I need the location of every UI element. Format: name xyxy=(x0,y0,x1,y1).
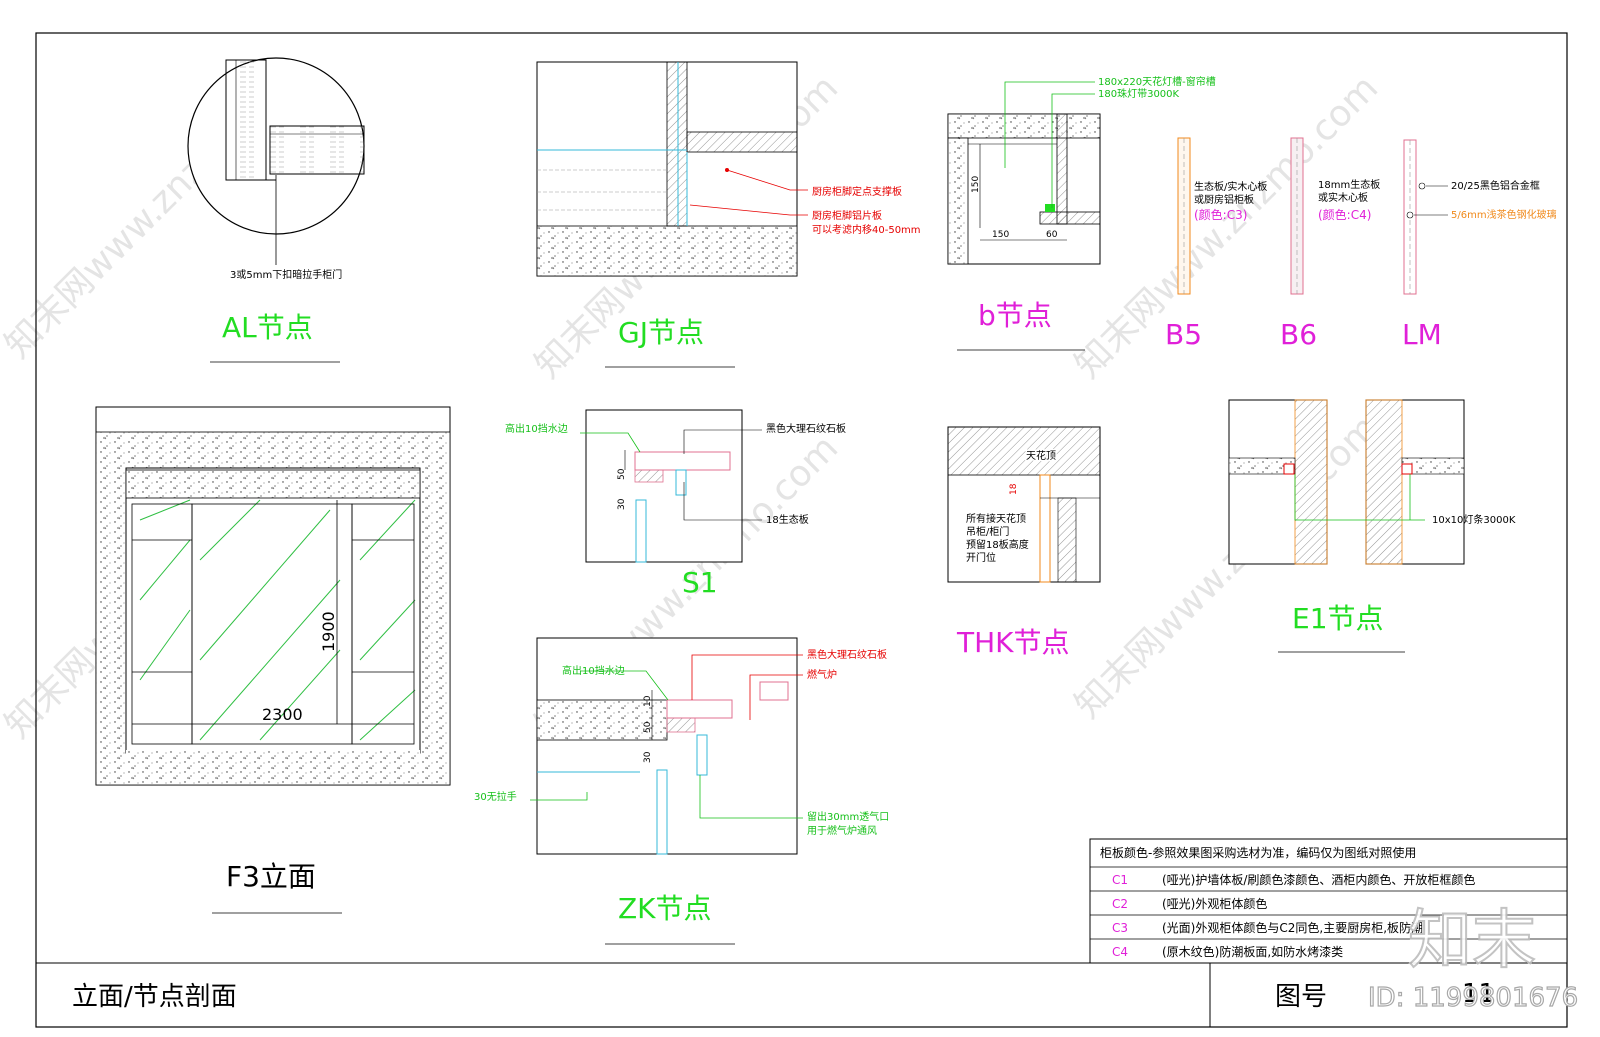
legend-desc-c1: (哑光)护墙体板/刷颜色漆颜色、酒柜内颜色、开放柜框颜色 xyxy=(1162,872,1475,887)
zk-title: ZK节点 xyxy=(618,892,712,925)
b6-color: (颜色:C4) xyxy=(1318,207,1371,222)
zk-note-green3: 留出30mm透气口 xyxy=(807,810,889,823)
drawing-number-label: 图号 xyxy=(1275,982,1327,1012)
legend-code-c3: C3 xyxy=(1112,921,1128,935)
thk-ceiling: 天花顶 xyxy=(1026,449,1056,462)
b6-note1: 18mm生态板 xyxy=(1318,178,1380,191)
lm-title: LM xyxy=(1402,318,1442,351)
zk-dim-30: 30 xyxy=(643,751,653,763)
s1-dim-50: 50 xyxy=(617,468,627,480)
f3-elevation: 1900 2300 F3立面 xyxy=(95,406,451,914)
b-detail: 150 150 60 180x220天花灯槽-窗帘槽 180珠灯带3000K b… xyxy=(947,75,1216,351)
gj-detail: 厨房柜脚定点支撑板 厨房柜脚铝片板 可以考滤内移40-50mm GJ节点 xyxy=(536,61,921,368)
b-title: b节点 xyxy=(978,299,1052,332)
s1-detail: 50 30 高出10挡水边 黑色大理石纹石板 18生态板 S1 xyxy=(505,409,846,599)
e1-note: 10x10灯条3000K xyxy=(1432,513,1516,526)
al-detail: 3或5mm下扣暗拉手柜门 AL节点 xyxy=(187,57,365,363)
zk-note-green1: 高出10挡水边 xyxy=(562,664,625,677)
al-note: 3或5mm下扣暗拉手柜门 xyxy=(230,268,342,281)
f3-dim-h: 1900 xyxy=(319,611,338,652)
lm-note1: 20/25黑色铝合金框 xyxy=(1451,179,1540,192)
sheet-border xyxy=(35,32,1568,1028)
lm-detail: 20/25黑色铝合金框 5/6mm浅茶色钢化玻璃 LM xyxy=(1402,139,1557,351)
zk-note-green4: 用于燃气炉通风 xyxy=(807,824,877,837)
thk-title: THK节点 xyxy=(956,626,1070,659)
b-dim-60: 60 xyxy=(1046,230,1058,240)
gj-note1: 厨房柜脚定点支撑板 xyxy=(812,185,902,198)
drawing-number: 11 xyxy=(1462,979,1495,1009)
thk-note1: 所有接天花顶 xyxy=(966,512,1026,525)
thk-note3: 预留18板高度 xyxy=(966,538,1029,551)
watermark-text: 知末网www.znzmo.com xyxy=(1067,408,1386,727)
lm-note2: 5/6mm浅茶色钢化玻璃 xyxy=(1451,208,1557,221)
legend-code-c1: C1 xyxy=(1112,873,1128,887)
title-bar: 立面/节点剖面 图号 11 xyxy=(72,979,1495,1012)
zk-note-red2: 燃气炉 xyxy=(807,668,837,681)
zk-dim-50: 50 xyxy=(643,721,653,733)
s1-note2: 18生态板 xyxy=(766,513,809,526)
gj-title: GJ节点 xyxy=(618,316,704,349)
f3-title: F3立面 xyxy=(226,860,316,893)
s1-note-green: 高出10挡水边 xyxy=(505,422,568,435)
thk-note2: 吊柜/柜门 xyxy=(966,525,1009,538)
f3-dim-w: 2300 xyxy=(262,705,303,724)
b6-detail: 18mm生态板 或实木心板 (颜色:C4) B6 xyxy=(1280,137,1380,351)
sheet-title: 立面/节点剖面 xyxy=(72,982,237,1012)
legend-desc-c4: (原木纹色)防潮板面,如防水烤漆类 xyxy=(1162,944,1343,959)
gj-note2: 厨房柜脚铝片板 xyxy=(812,209,882,222)
legend-desc-c2: (哑光)外观柜体颜色 xyxy=(1162,896,1267,911)
b5-color: (颜色:C3) xyxy=(1194,207,1247,222)
watermark-text: 知末网www.znzmo.com xyxy=(1067,68,1386,387)
thk-dim-18: 18 xyxy=(1009,483,1019,495)
thk-detail: 天花顶 18 所有接天花顶 吊柜/柜门 预留18板高度 开门位 THK节点 xyxy=(947,426,1101,659)
legend-desc-c3: (光面)外观柜体颜色与C2同色,主要厨房柜,板防潮 xyxy=(1162,920,1423,935)
b-note1: 180x220天花灯槽-窗帘槽 xyxy=(1098,75,1216,88)
b-dim-150h: 150 xyxy=(992,230,1009,240)
b-dim-150v: 150 xyxy=(971,176,981,193)
b5-title: B5 xyxy=(1165,318,1202,351)
legend-code-c2: C2 xyxy=(1112,897,1128,911)
al-title: AL节点 xyxy=(222,311,313,344)
b5-note2: 或厨房铝柜板 xyxy=(1194,193,1254,206)
zk-note-red1: 黑色大理石纹石板 xyxy=(807,648,887,661)
s1-title: S1 xyxy=(682,566,718,599)
b5-note1: 生态板/实木心板 xyxy=(1194,180,1267,193)
watermark-id: ID: 1199801676 xyxy=(1368,983,1578,1013)
zk-dim-10: 10 xyxy=(643,695,653,707)
s1-dim-30: 30 xyxy=(617,498,627,510)
b6-note2: 或实木心板 xyxy=(1318,191,1368,204)
b5-detail: 生态板/实木心板 或厨房铝柜板 (颜色:C3) B5 xyxy=(1165,137,1267,351)
zk-detail: 10 50 30 高出10挡水边 黑色大理石纹石板 燃气炉 30无拉手 留出30… xyxy=(474,637,889,945)
gj-note3: 可以考滤内移40-50mm xyxy=(812,223,921,236)
legend-code-c4: C4 xyxy=(1112,945,1128,959)
thk-note4: 开门位 xyxy=(966,551,996,564)
e1-title: E1节点 xyxy=(1292,602,1384,635)
b-note2: 180珠灯带3000K xyxy=(1098,87,1180,100)
e1-detail: 10x10灯条3000K E1节点 xyxy=(1228,399,1516,653)
b6-title: B6 xyxy=(1280,318,1317,351)
watermark-logo: 知末 xyxy=(1408,904,1536,978)
legend-heading: 柜板颜色-参照效果图采购选材为准，编码仅为图纸对照使用 xyxy=(1100,845,1416,860)
zk-note-green2: 30无拉手 xyxy=(474,790,517,803)
color-legend: 柜板颜色-参照效果图采购选材为准，编码仅为图纸对照使用 C1 (哑光)护墙体板/… xyxy=(1089,838,1568,964)
watermark-badge: 知末 ID: 1199801676 xyxy=(1367,903,1578,1014)
s1-note1: 黑色大理石纹石板 xyxy=(766,422,846,435)
